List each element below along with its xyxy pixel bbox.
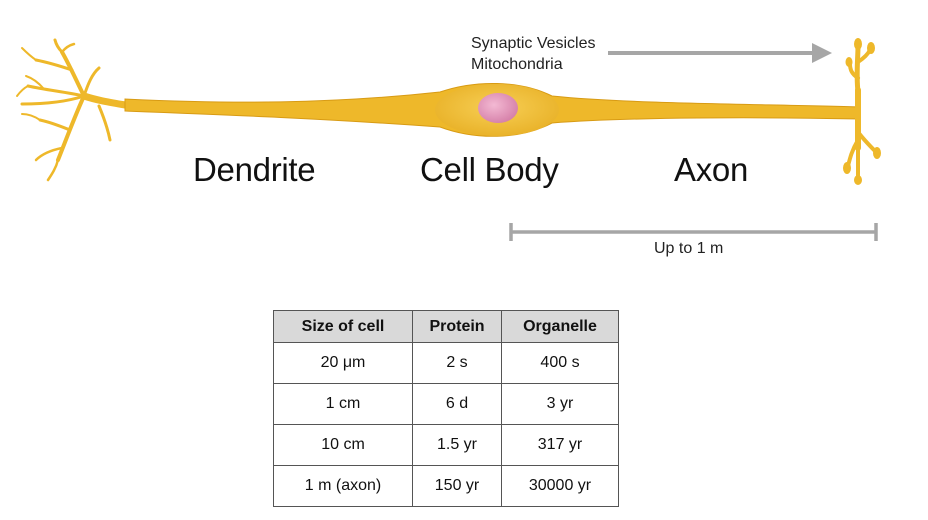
cell-protein: 1.5 yr	[412, 424, 502, 466]
length-bar	[509, 223, 878, 241]
table-header-row: Size of cell Protein Organelle	[273, 310, 619, 343]
cell-protein: 6 d	[412, 383, 502, 425]
transport-label-mitochondria: Mitochondria	[471, 56, 563, 73]
cell-organelle: 400 s	[501, 342, 619, 384]
column-header-protein: Protein	[412, 310, 502, 343]
cell-organelle: 30000 yr	[501, 465, 619, 507]
column-header-size: Size of cell	[273, 310, 413, 343]
cell-size: 20 μm	[273, 342, 413, 384]
transport-label-vesicles: Synaptic Vesicles	[471, 35, 596, 52]
length-label: Up to 1 m	[654, 240, 724, 257]
cell-body-label: Cell Body	[420, 151, 559, 188]
neuron-diagram: Dendrite Cell Body Axon Synaptic Vesicle…	[16, 35, 881, 257]
cell-size: 1 cm	[273, 383, 413, 425]
cell-organelle: 317 yr	[501, 424, 619, 466]
table-row: 20 μm 2 s 400 s	[273, 342, 619, 384]
cell-size: 1 m (axon)	[273, 465, 413, 507]
cell-protein: 2 s	[412, 342, 502, 384]
cell-protein: 150 yr	[412, 465, 502, 507]
nucleus	[478, 93, 518, 123]
table-row: 10 cm 1.5 yr 317 yr	[273, 424, 619, 466]
neuron-illustration	[16, 38, 881, 241]
dendrite-tree	[16, 38, 129, 182]
table-row: 1 cm 6 d 3 yr	[273, 383, 619, 425]
cell-organelle: 3 yr	[501, 383, 619, 425]
terminal-boutons	[843, 38, 881, 185]
axon-label: Axon	[674, 151, 749, 188]
table-row: 1 m (axon) 150 yr 30000 yr	[273, 465, 619, 507]
transport-arrow	[608, 43, 832, 63]
dendrite-label: Dendrite	[193, 151, 316, 188]
cell-size: 10 cm	[273, 424, 413, 466]
column-header-organelle: Organelle	[501, 310, 619, 343]
transport-time-table: Size of cell Protein Organelle 20 μm 2 s…	[273, 310, 619, 507]
